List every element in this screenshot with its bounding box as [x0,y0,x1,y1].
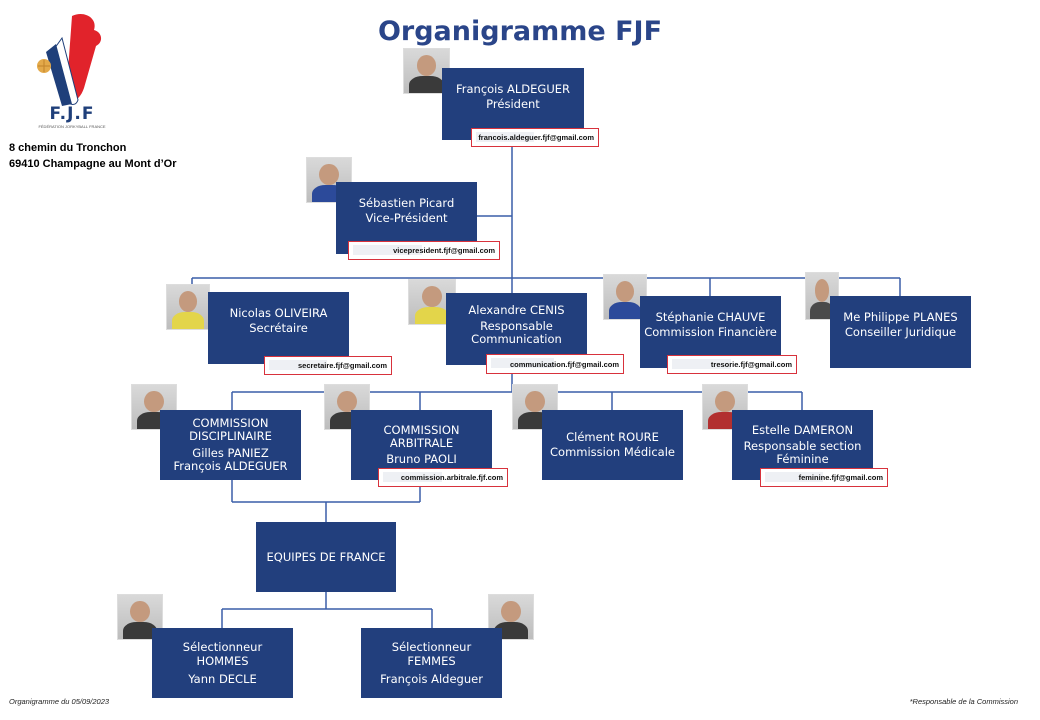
femmes-title: Sélectionneur FEMMES [391,640,472,668]
disciplinaire-member-2: François ALDEGUER [173,459,288,473]
vice-president-email[interactable]: vicepresident.fjf@gmail.com [348,241,500,260]
medicale-name: Clément ROURE [566,430,659,444]
secretaire-role: Secrétaire [249,321,308,335]
footer-date: Organigramme du 05/09/2023 [9,697,110,706]
vice-president-role: Vice-Président [365,211,448,225]
logo-subtitle: FÉDÉRATION JORKYBALL FRANCE [38,124,106,129]
equipes-box: EQUIPES DE FRANCE [256,522,396,592]
secretaire-email[interactable]: secretaire.fjf@gmail.com [264,356,392,375]
arbitrale-member: Bruno PAOLI [386,452,457,466]
feminine-name: Estelle DAMERON [751,423,854,437]
medicale-box: Clément ROURE Commission Médicale [542,410,683,480]
finance-email[interactable]: tresorie.fjf@gmail.com [667,355,797,374]
president-email-text: francois.aldeguer.fjf@gmail.com [478,133,594,142]
communication-box: Alexandre CENIS Responsable Communicatio… [446,293,587,365]
arbitrale-email-text: commission.arbitrale.fjf.com [400,473,503,482]
finance-email-text: tresorie.fjf@gmail.com [710,360,792,369]
finance-photo [603,274,647,320]
medicale-role: Commission Médicale [550,445,675,459]
feminine-email-text: feminine.fjf@gmail.com [798,473,883,482]
secretaire-box: Nicolas OLIVEIRA Secrétaire [208,292,349,364]
finance-role: Commission Financière [644,325,777,339]
communication-email[interactable]: communication.fjf@gmail.com [486,354,624,374]
address-line-1: 8 chemin du Tronchon [9,142,127,154]
president-email[interactable]: francois.aldeguer.fjf@gmail.com [471,128,599,147]
feminine-email[interactable]: feminine.fjf@gmail.com [760,468,888,487]
juridique-name: Me Philippe PLANES [843,310,958,324]
hommes-box: Sélectionneur HOMMES Yann DECLE [152,628,293,698]
femmes-photo [488,594,534,640]
arbitrale-email[interactable]: commission.arbitrale.fjf.com [378,468,508,487]
juridique-box: Me Philippe PLANES Conseiller Juridique [830,296,971,368]
secretaire-photo [166,284,210,330]
disciplinaire-box: COMMISSION DISCIPLINAIRE Gilles PANIEZ F… [160,410,301,480]
vice-president-email-text: vicepresident.fjf@gmail.com [393,246,495,255]
vice-president-name: Sébastien Picard [358,196,455,210]
logo-text: F.J.F [49,104,95,124]
disciplinaire-title: COMMISSION DISCIPLINAIRE [189,416,272,443]
juridique-role: Conseiller Juridique [844,325,957,339]
finance-name: Stéphanie CHAUVE [655,310,766,324]
femmes-name: François Aldeguer [380,672,483,686]
president-name: François ALDEGUER [455,82,571,96]
feminine-role: Responsable section Féminine [743,439,862,466]
equipes-title: EQUIPES DE FRANCE [266,549,386,564]
page-title: Organigramme FJF [377,16,663,47]
hommes-name: Yann DECLE [188,672,257,686]
address-line-2: 69410 Champagne au Mont d’Or [9,158,177,170]
femmes-box: Sélectionneur FEMMES François Aldeguer [361,628,502,698]
secretaire-name: Nicolas OLIVEIRA [229,306,328,320]
hommes-title: Sélectionneur HOMMES [182,640,263,668]
arbitrale-title: COMMISSION ARBITRALE [383,423,460,450]
communication-name: Alexandre CENIS [468,303,565,317]
disciplinaire-member-1: Gilles PANIEZ [192,446,269,460]
president-role: Président [486,97,540,111]
footer-note: *Responsable de la Commission [909,697,1018,706]
address: 8 chemin du Tronchon 69410 Champagne au … [9,140,176,172]
communication-email-text: communication.fjf@gmail.com [510,359,619,369]
fjf-logo [37,13,102,106]
secretaire-email-text: secretaire.fjf@gmail.com [297,361,387,370]
communication-role: Responsable Communication [471,319,562,346]
